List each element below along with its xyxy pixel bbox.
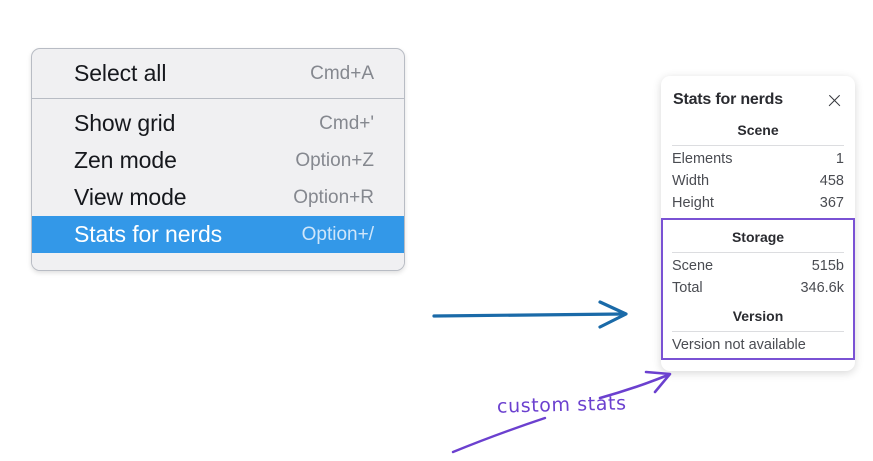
menu-item-shortcut: Option+R [293, 186, 374, 208]
menu-item-shortcut: Option+Z [295, 149, 374, 171]
stats-for-nerds-panel: Stats for nerds Scene Elements 1 Width 4… [661, 76, 855, 371]
menu-group-primary: Select all Cmd+A [32, 49, 404, 98]
menu-item-shortcut: Cmd+' [319, 112, 374, 134]
menu-item-label: Select all [74, 60, 167, 86]
close-icon[interactable] [826, 92, 843, 109]
menu-item-show-grid[interactable]: Show grid Cmd+' [32, 105, 404, 142]
stats-panel-title: Stats for nerds [673, 91, 783, 108]
stat-value: 515b [811, 258, 844, 274]
menu-group-view: Show grid Cmd+' Zen mode Option+Z View m… [32, 98, 404, 270]
section-heading-version: Version [732, 308, 784, 324]
stat-key: Width [672, 173, 710, 189]
menu-item-stats-for-nerds[interactable]: Stats for nerds Option+/ [32, 216, 404, 253]
menu-item-label: Show grid [74, 110, 176, 136]
menu-item-view-mode[interactable]: View mode Option+R [32, 179, 404, 216]
stat-row-storage-total: Total 346.6k [672, 277, 844, 299]
menu-item-select-all[interactable]: Select all Cmd+A [32, 55, 404, 92]
menu-item-label: Zen mode [74, 147, 177, 173]
menu-item-shortcut: Option+/ [301, 223, 374, 245]
menu-item-zen-mode[interactable]: Zen mode Option+Z [32, 142, 404, 179]
custom-stats-highlight-box: Storage Scene 515b Total 346.6k Version … [661, 218, 855, 360]
stat-key: Scene [672, 258, 714, 274]
version-text: Version not available [672, 337, 806, 353]
section-heading-storage: Storage [731, 229, 785, 245]
stat-row-storage-scene: Scene 515b [672, 255, 844, 277]
stat-key: Height [672, 195, 714, 211]
stat-value: 458 [819, 173, 844, 189]
stat-value: 1 [835, 151, 844, 167]
stat-row-height: Height 367 [672, 192, 844, 214]
blue-arrow-annotation [432, 300, 628, 329]
stat-value: 367 [819, 195, 844, 211]
stat-value: 346.6k [800, 280, 844, 296]
menu-item-shortcut: Cmd+A [310, 62, 374, 84]
stats-panel-header: Stats for nerds [661, 87, 855, 113]
custom-stats-annotation-label: custom stats [496, 392, 627, 418]
section-divider [672, 145, 844, 146]
menu-item-label: View mode [74, 184, 187, 210]
section-heading-scene: Scene [737, 122, 779, 138]
stat-key: Total [672, 280, 703, 296]
section-divider [672, 331, 844, 332]
stat-row-width: Width 458 [672, 170, 844, 192]
context-menu[interactable]: Select all Cmd+A Show grid Cmd+' Zen mod… [31, 48, 405, 271]
section-divider [672, 252, 844, 253]
stat-row-elements: Elements 1 [672, 148, 844, 170]
stat-key: Elements [672, 151, 733, 167]
menu-footer-spacer [32, 253, 404, 270]
menu-item-label: Stats for nerds [74, 221, 223, 247]
stats-scene-section: Scene Elements 1 Width 458 Height 367 [661, 113, 855, 214]
purple-underline-annotation [451, 416, 547, 454]
